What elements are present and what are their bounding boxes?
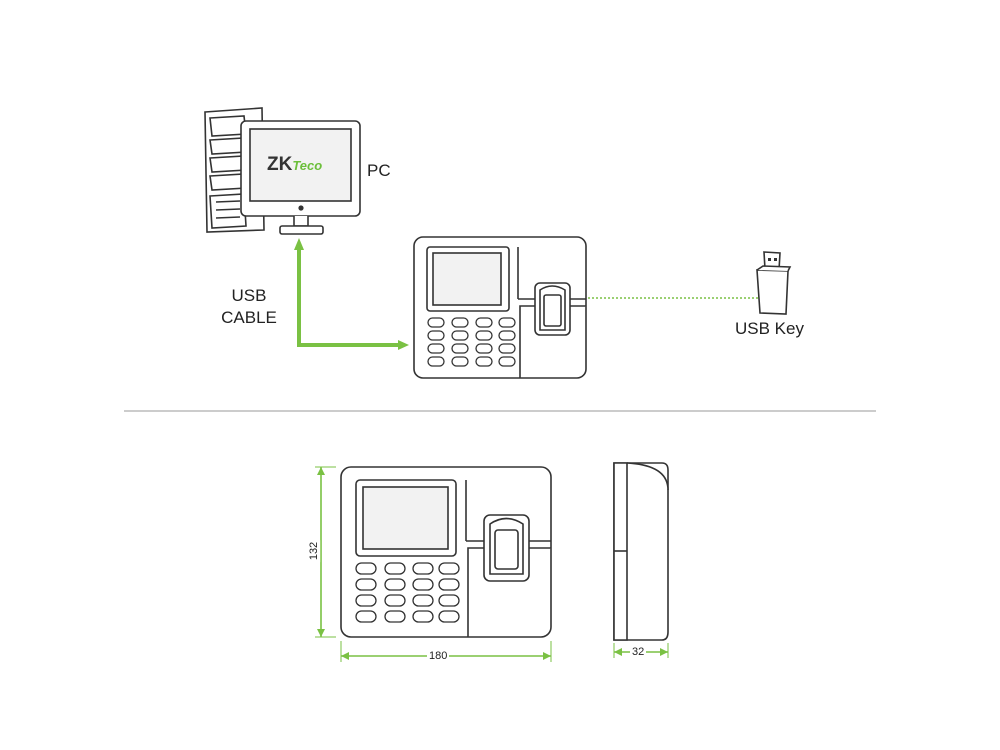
usb-cable-label: USB CABLE <box>214 285 284 329</box>
usb-cable-line <box>294 238 409 350</box>
logo-zk: ZK <box>267 154 293 175</box>
monitor-logo: ZKTeco <box>267 154 322 175</box>
keypad-front <box>355 562 460 623</box>
depth-dimension-label: 32 <box>630 646 647 658</box>
width-dimension-label: 180 <box>427 650 450 662</box>
logo-teco: Teco <box>292 158 322 173</box>
usb-cable-label-line1: USB <box>231 286 267 305</box>
keypad-top <box>427 317 516 367</box>
attendance-terminal-side <box>613 462 669 641</box>
attendance-terminal-top <box>413 236 587 379</box>
usb-key-icon <box>756 251 792 315</box>
usb-key-label: USB Key <box>735 319 804 338</box>
attendance-terminal-front <box>340 466 552 638</box>
height-dimension-label: 132 <box>308 539 321 563</box>
pc-label: PC <box>367 161 391 180</box>
pc-icon <box>204 107 361 235</box>
usb-cable-label-line2: CABLE <box>221 308 277 327</box>
